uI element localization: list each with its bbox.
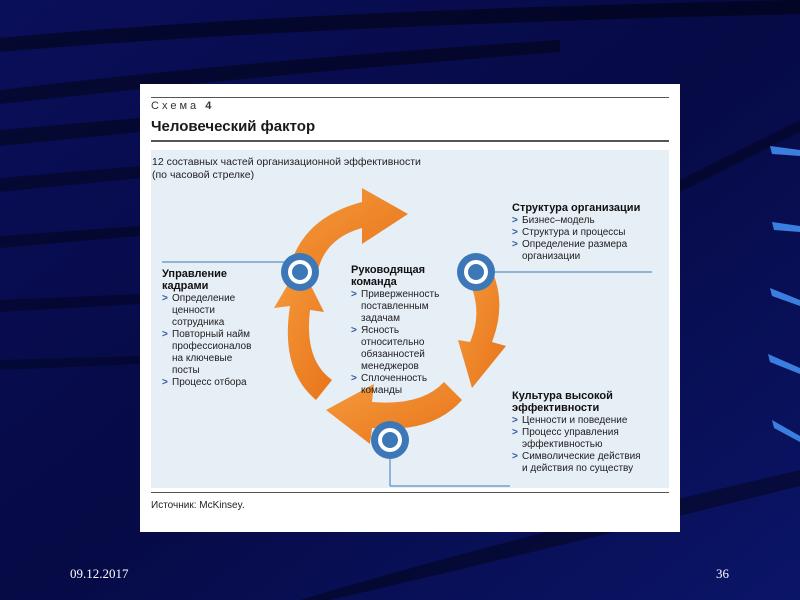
leadership-item: Сплоченность команды [351,373,461,397]
cycle-diagram [162,188,652,487]
culture-item: Ценности и поведение [512,415,672,427]
culture-item: Символические действия и действия по сущ… [512,451,672,475]
scheme-number: 4 [205,100,212,112]
title-rule [151,140,669,142]
leadership-item: Приверженность поставленным задачам [351,289,461,325]
scheme-word: Схема [151,100,200,112]
source-rule [151,492,669,493]
node-hr [281,253,319,291]
background-blue-dashes [768,146,800,442]
figure-panel: Схема 4 Человеческий фактор 12 составных… [140,84,680,532]
block-structure: Структура организации Бизнес–модель Стру… [512,202,672,263]
block-culture: Культура высокой эффективности Ценности … [512,390,672,475]
block-hr: Управление кадрами Определение ценности … [162,268,282,389]
hr-item: Определение ценности сотрудника [162,293,282,329]
leadership-heading: Руководящая команда [351,264,426,288]
structure-heading: Структура организации [512,202,641,214]
top-rule [151,97,669,98]
node-structure [457,253,495,291]
block-leadership: Руководящая команда Приверженность поста… [351,264,461,397]
slide-page-number: 36 [716,566,729,581]
hr-heading: Управление кадрами [162,268,228,292]
arrow-left [274,264,332,400]
arrow-right [458,256,506,388]
figure-subtitle: 12 составных частей организационной эффе… [152,156,421,181]
hr-list: Определение ценности сотрудника Повторны… [162,293,282,389]
arrow-top [292,188,408,270]
leadership-list: Приверженность поставленным задачам Ясно… [351,289,461,397]
hr-item: Повторный найм профессионалов на ключевы… [162,329,282,377]
slide-date: 09.12.2017 [70,566,129,581]
figure-title: Человеческий фактор [151,118,316,135]
structure-item: Бизнес–модель [512,215,672,227]
arrow-bottom [326,382,462,444]
leadership-item: Ясность относительно обязанностей менедж… [351,325,461,373]
figure-source: Источник: McKinsey. [151,500,245,511]
scheme-label: Схема 4 [151,100,211,112]
structure-item: Структура и процессы [512,227,672,239]
culture-list: Ценности и поведение Процесс управления … [512,415,672,475]
hr-item: Процесс отбора [162,377,282,389]
culture-heading: Культура высокой эффективности [512,390,613,414]
structure-item: Определение размера организации [512,239,672,263]
node-culture [371,421,409,459]
structure-list: Бизнес–модель Структура и процессы Опред… [512,215,672,263]
culture-item: Процесс управления эффективностью [512,427,672,451]
